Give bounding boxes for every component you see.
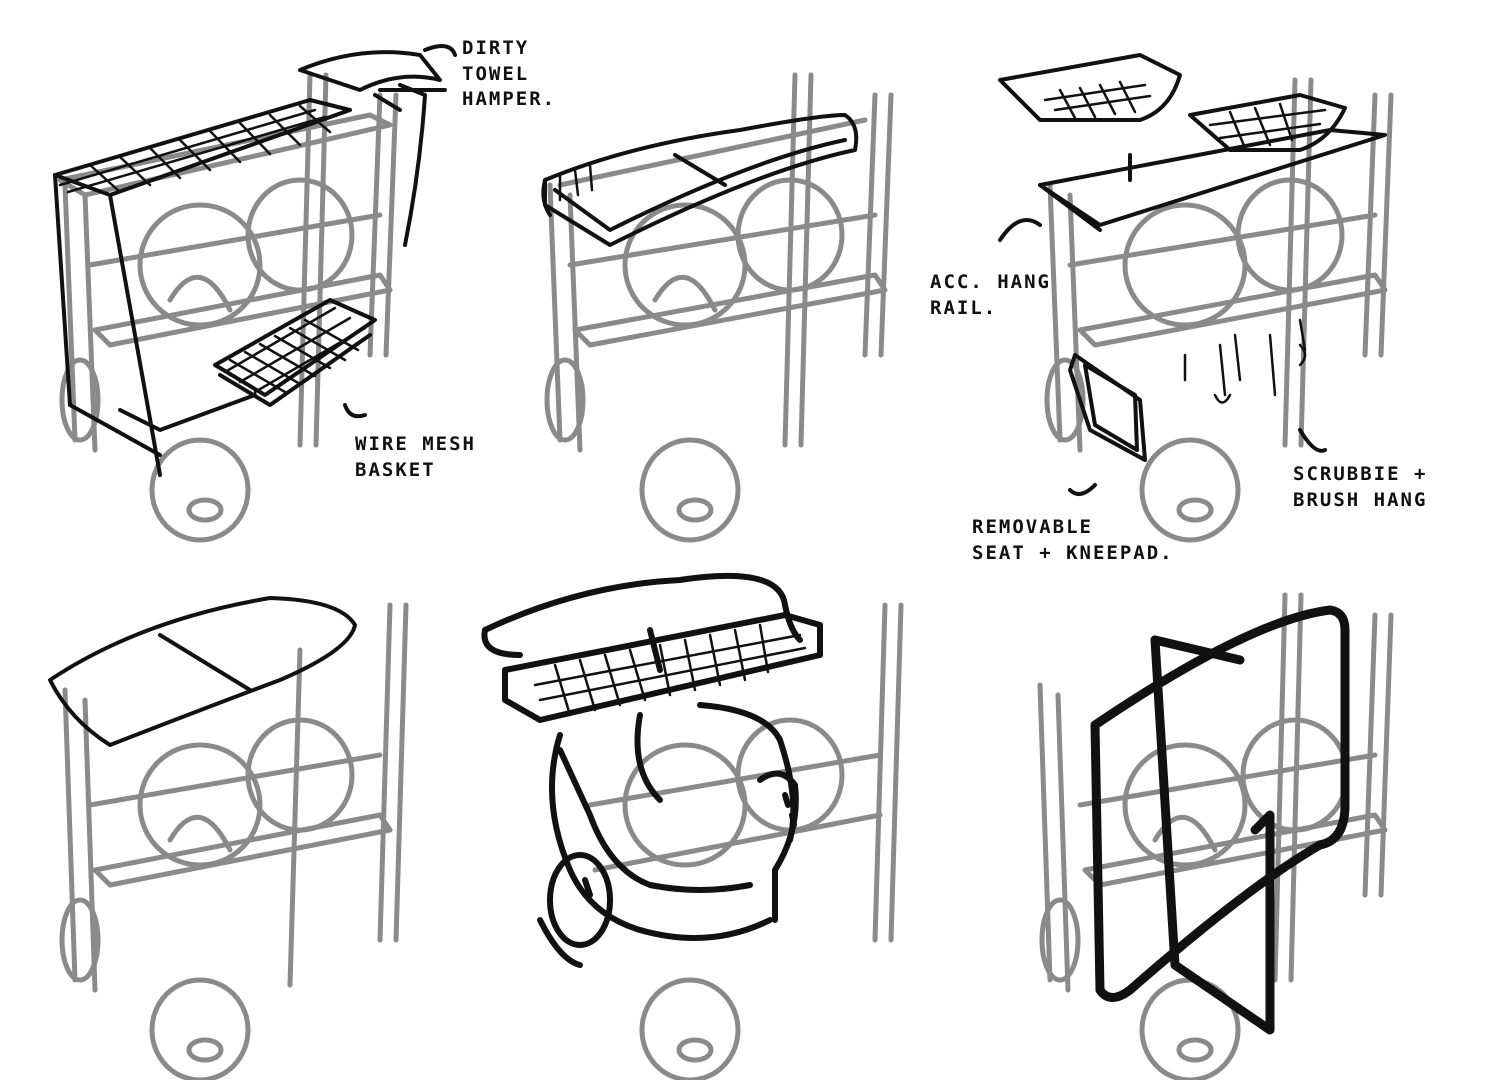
label-dirty-towel-hamper: DIRTY TOWEL HAMPER.: [462, 37, 557, 111]
bent-frame-overlay: [481, 572, 823, 968]
concept-fold-out-frame: [1000, 540, 1500, 1080]
fabric-caddy-overlay: [541, 113, 859, 247]
accessory-rail-overlay: [998, 53, 1387, 496]
hamper-and-basket-overlay: [53, 44, 457, 477]
label-acc-hang-rail: ACC. HANG RAIL.: [930, 271, 1051, 319]
concept-fabric-top-caddy: [500, 0, 1000, 543]
label-scrubbie-brush-hang: SCRUBBIE + BRUSH HANG: [1293, 463, 1428, 511]
label-wire-mesh-basket: WIRE MESH BASKET: [355, 433, 476, 481]
base-cart-outline: [57, 72, 399, 543]
concept-accessory-rail: ACC. HANG RAIL. REMOVABLE SEAT + KNEEPAD…: [930, 0, 1500, 564]
fold-out-frame-overlay: [1090, 605, 1350, 1035]
concept-bent-tube-frame: [481, 540, 1000, 1080]
concept-hamper-and-basket: DIRTY TOWEL HAMPER. WIRE MESH BASKET: [0, 0, 554, 543]
concept-padded-cover: [0, 540, 500, 1080]
base-cart-outline: [544, 72, 894, 543]
label-removable-seat: REMOVABLE SEAT + KNEEPAD.: [972, 516, 1174, 564]
padded-cover-overlay: [48, 596, 357, 747]
base-cart-outline: [587, 602, 904, 1080]
base-cart-outline: [59, 602, 409, 1080]
